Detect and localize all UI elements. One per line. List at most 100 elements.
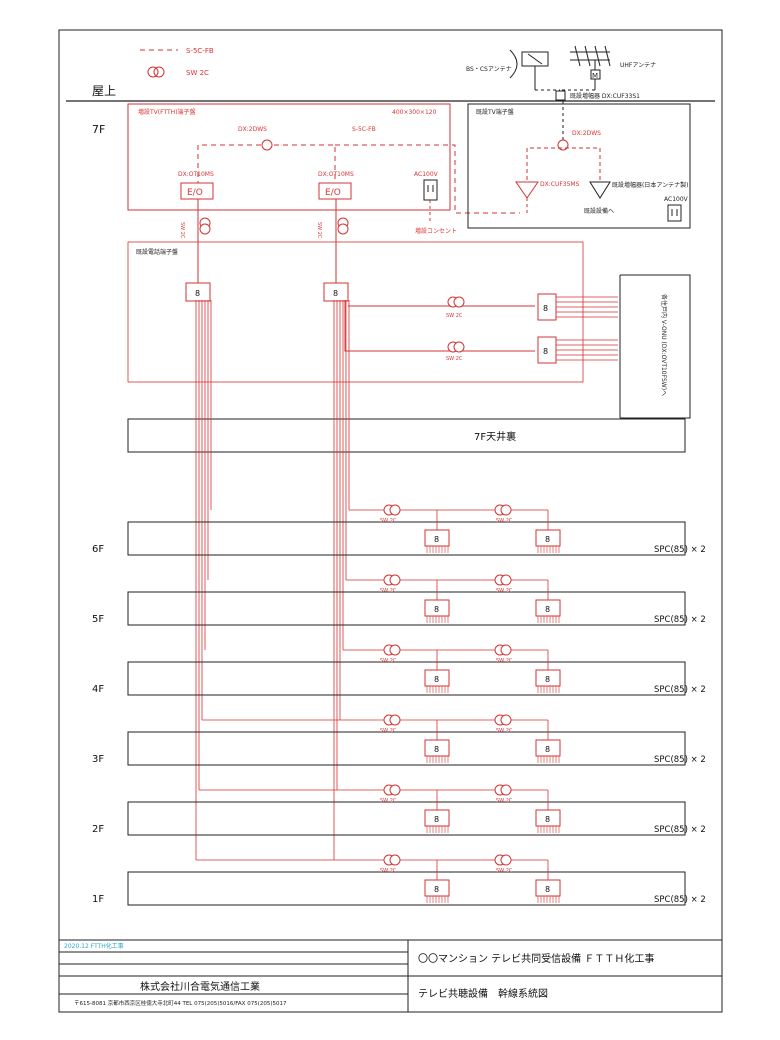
new-ftth-terminal-panel <box>127 103 451 211</box>
connector-8: 8 <box>424 529 450 553</box>
spc-label: SPC(85) × 2 <box>654 895 706 905</box>
outlet-label: 増設コンセント <box>415 227 457 235</box>
svg-text:8: 8 <box>434 605 439 614</box>
sw2c-splitter <box>494 714 512 726</box>
floor-label: 2F <box>92 824 104 835</box>
cable-top-label: S-5C-FB <box>352 126 376 133</box>
svg-text:8: 8 <box>434 675 439 684</box>
connector-8: 8 <box>535 529 561 553</box>
existing-amp-model: DX:CUF35MS <box>540 181 580 188</box>
floor-row-5f: 5F SPC(85) × 2 SW 2C SW 2C 8 8 <box>92 574 706 626</box>
project-title: 〇〇マンション テレビ共同受信設備 ＦＴＴＨ化工事 <box>418 952 654 965</box>
floor-band <box>127 521 686 556</box>
legend: S-5C-FB SW 2C <box>140 47 214 78</box>
right-note: 各住戸内 V-ONU (DX:OVT10FSW)へ <box>660 294 668 396</box>
floor-rows: 6F SPC(85) × 2 SW 2C SW 2C 8 8 5F SPC(85) × 2 SW… <box>92 504 706 906</box>
new-panel-size: 400×300×120 <box>392 109 437 116</box>
connector-7f-unit-a: 8 <box>537 293 557 321</box>
floor-label: 5F <box>92 614 104 625</box>
connector-8: 8 <box>535 669 561 693</box>
sw-label: SW 2C <box>380 588 397 594</box>
sw-label-7f-a: SW 2C <box>446 313 463 319</box>
eo-model-label-1: DX:OT10MS <box>178 171 214 178</box>
floor-band <box>127 661 686 696</box>
floor-band <box>127 871 686 906</box>
legend-dashed-label: S-5C-FB <box>186 47 214 55</box>
existing-split-lines <box>526 147 601 180</box>
connector-8: 8 <box>424 809 450 833</box>
floor-band <box>127 801 686 836</box>
eo-model-label-2: DX:OT10MS <box>318 171 354 178</box>
floor-label: 1F <box>92 894 104 905</box>
new-panel-title: 増設TV(FTTH)端子盤 <box>138 108 196 116</box>
spc-label: SPC(85) × 2 <box>654 685 706 695</box>
svg-text:8: 8 <box>545 745 550 754</box>
floor-label: 4F <box>92 684 104 695</box>
sw-label: SW 2C <box>496 798 513 804</box>
existing-tv-terminal-panel <box>467 103 691 229</box>
outlet-icon <box>423 179 438 201</box>
existing-amp-icon-2 <box>589 181 611 199</box>
floor-band <box>127 591 686 626</box>
unit-fanout-7f <box>556 296 618 361</box>
sw2c-splitter <box>383 504 401 516</box>
svg-text:8: 8 <box>434 815 439 824</box>
bs-cs-antenna-icon <box>509 49 549 90</box>
svg-text:E/O: E/O <box>325 188 341 198</box>
company-address: 〒615-8081 京都市西京区桂徳大寺北町44 TEL 075(205)501… <box>74 999 287 1007</box>
connector-7f-unit-b: 8 <box>537 336 557 364</box>
sw2c-7f-a <box>447 296 465 308</box>
sw-label: SW 2C <box>380 518 397 524</box>
spc-label: SPC(85) × 2 <box>654 825 706 835</box>
sw2c-7f-b <box>447 341 465 353</box>
spc-label: SPC(85) × 2 <box>654 545 706 555</box>
sw-label-7f-b: SW 2C <box>446 356 463 362</box>
floor-row-2f: 2F SPC(85) × 2 SW 2C SW 2C 8 8 <box>92 784 706 836</box>
connector-8: 8 <box>424 669 450 693</box>
uhf-antenna-label: UHFアンテナ <box>620 62 656 69</box>
svg-text:8: 8 <box>434 745 439 754</box>
bs-antenna-label: BS・CSアンテナ <box>466 66 512 73</box>
floor-band <box>127 731 686 766</box>
svg-text:8: 8 <box>545 605 550 614</box>
sw2c-splitter <box>494 574 512 586</box>
spc-label: SPC(85) × 2 <box>654 615 706 625</box>
connector-8: 8 <box>424 599 450 623</box>
sw-label: SW 2C <box>496 868 513 874</box>
svg-text:M: M <box>592 72 598 80</box>
existing-panel-title: 既設TV端子盤 <box>476 108 514 116</box>
floor-label: 6F <box>92 544 104 555</box>
right-note-bracket <box>620 274 691 419</box>
sw2c-splitter <box>494 644 512 656</box>
sw-label: SW 2C <box>496 588 513 594</box>
connector-8: 8 <box>535 739 561 763</box>
existing-amp-roof-icon <box>555 90 566 101</box>
phone-panel-title: 既設電話端子盤 <box>136 248 178 256</box>
sw-vertical-2: SW 2C <box>316 222 322 239</box>
sw2c-splitter <box>494 504 512 516</box>
svg-text:8: 8 <box>543 347 548 356</box>
riser-cables <box>195 300 350 860</box>
ceiling-label: 7F天井裏 <box>474 430 516 443</box>
sw2c-splitter <box>383 644 401 656</box>
sw2c-splitter <box>383 784 401 796</box>
dashed-link-to-existing <box>335 144 520 214</box>
existing-splitter-label: DX:2DWS <box>572 130 601 137</box>
svg-text:8: 8 <box>434 535 439 544</box>
roof-label: 屋上 <box>92 84 116 98</box>
svg-text:8: 8 <box>545 535 550 544</box>
connector-7f-left: 8 <box>185 282 211 302</box>
existing-to-label: 既設設備へ <box>584 207 614 215</box>
connector-8: 8 <box>535 809 561 833</box>
splitter-top-icon <box>261 139 273 151</box>
svg-text:8: 8 <box>545 815 550 824</box>
splitter-top-label: DX:2DWS <box>238 126 267 133</box>
existing-amp-roof-label: 既設増幅器 DX:CUF33S1 <box>570 92 640 100</box>
drawing-frame <box>58 29 723 1013</box>
sw-label: SW 2C <box>380 798 397 804</box>
sw2c-splitter <box>383 714 401 726</box>
